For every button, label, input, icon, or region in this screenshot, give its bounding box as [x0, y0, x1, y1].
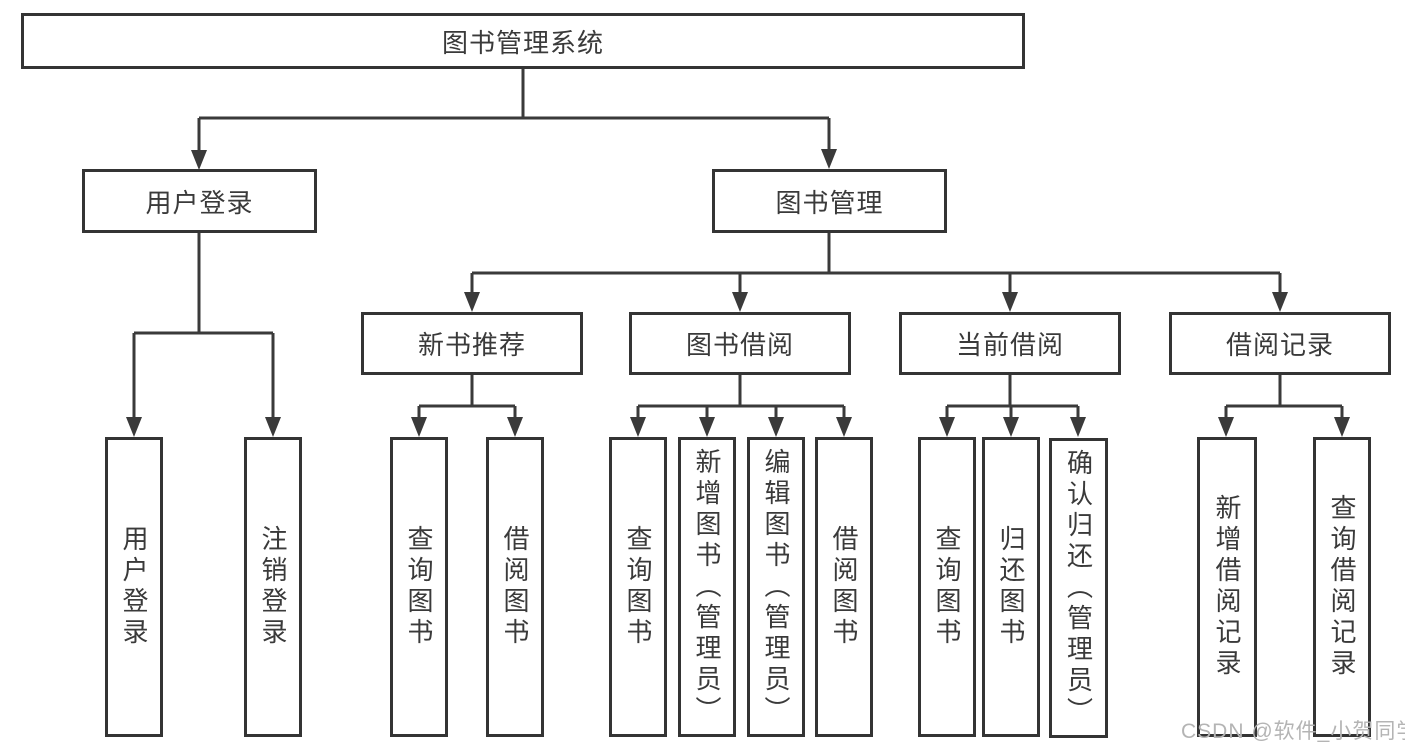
- leaf-logout: 注销登录: [244, 437, 302, 737]
- arrow-down-icon: [1070, 417, 1086, 437]
- connector-root-to-level2: [191, 68, 837, 170]
- leaf-query-books-borrow: 查询图书: [609, 437, 667, 737]
- leaf-label: 新增借阅记录: [1212, 494, 1242, 680]
- node-label: 新书推荐: [417, 330, 526, 360]
- leaf-label: 查询图书: [404, 525, 434, 649]
- arrow-down-icon: [507, 417, 523, 437]
- arrow-down-icon: [1002, 292, 1018, 312]
- arrow-down-icon: [265, 417, 281, 437]
- node-borrowing-records: 借阅记录: [1169, 312, 1391, 375]
- leaf-label: 查询借阅记录: [1327, 494, 1357, 680]
- leaf-add-book-admin: 新增图书（管理员）: [678, 437, 736, 737]
- leaf-label: 借阅图书: [500, 525, 530, 649]
- leaf-label: 归还图书: [996, 525, 1026, 649]
- leaf-borrow-books-recommend: 借阅图书: [486, 437, 544, 737]
- leaf-label: 编辑图书（管理员）: [761, 447, 791, 727]
- leaf-query-books-current: 查询图书: [918, 437, 976, 737]
- leaf-query-books-recommend: 查询图书: [390, 437, 448, 737]
- leaf-query-borrow-record: 查询借阅记录: [1313, 437, 1371, 737]
- arrow-down-icon: [630, 417, 646, 437]
- connector-user-login-to-leaves: [126, 233, 281, 437]
- leaf-label: 借阅图书: [829, 525, 859, 649]
- arrow-down-icon: [191, 150, 207, 170]
- connector-book-mgmt-to-level3: [464, 233, 1288, 312]
- arrow-down-icon: [821, 149, 837, 169]
- arrow-down-icon: [939, 417, 955, 437]
- arrow-down-icon: [732, 292, 748, 312]
- node-label: 图书管理: [775, 187, 884, 218]
- leaf-label: 确认归还（管理员）: [1063, 448, 1094, 728]
- leaf-user-login: 用户登录: [105, 437, 163, 737]
- leaf-return-book: 归还图书: [982, 437, 1040, 737]
- node-label: 用户登录: [145, 187, 254, 218]
- csdn-watermark: CSDN @软件_小贺同学: [1181, 720, 1405, 743]
- connector-records-to-leaves: [1218, 375, 1350, 437]
- leaf-borrow-books-borrow: 借阅图书: [815, 437, 873, 737]
- node-label: 借阅记录: [1225, 330, 1334, 360]
- arrow-down-icon: [768, 417, 784, 437]
- arrow-down-icon: [411, 417, 427, 437]
- arrow-down-icon: [1272, 292, 1288, 312]
- arrow-down-icon: [836, 417, 852, 437]
- node-root-system: 图书管理系统: [21, 13, 1025, 69]
- connector-borrow-to-leaves: [630, 375, 852, 437]
- arrow-down-icon: [464, 292, 480, 312]
- node-book-borrowing: 图书借阅: [629, 312, 851, 375]
- leaf-confirm-return-admin: 确认归还（管理员）: [1049, 438, 1108, 738]
- leaf-label: 查询图书: [623, 525, 653, 649]
- arrow-down-icon: [1003, 417, 1019, 437]
- connector-recommend-to-leaves: [411, 375, 523, 437]
- leaf-label: 注销登录: [258, 525, 288, 649]
- leaf-label: 查询图书: [932, 525, 962, 649]
- arrow-down-icon: [699, 417, 715, 437]
- arrow-down-icon: [126, 417, 142, 437]
- node-current-borrowing: 当前借阅: [899, 312, 1121, 375]
- leaf-label: 新增图书（管理员）: [692, 447, 722, 727]
- connector-current-to-leaves: [939, 375, 1086, 437]
- leaf-add-borrow-record: 新增借阅记录: [1197, 437, 1257, 737]
- arrow-down-icon: [1218, 417, 1234, 437]
- leaf-edit-book-admin: 编辑图书（管理员）: [747, 437, 805, 737]
- node-label: 当前借阅: [955, 330, 1064, 360]
- arrow-down-icon: [1334, 417, 1350, 437]
- leaf-label: 用户登录: [119, 525, 149, 649]
- node-label: 图书管理系统: [441, 27, 604, 58]
- node-label: 图书借阅: [685, 330, 794, 360]
- node-new-book-recommend: 新书推荐: [361, 312, 583, 375]
- node-user-login: 用户登录: [82, 169, 317, 233]
- node-book-management: 图书管理: [712, 169, 947, 233]
